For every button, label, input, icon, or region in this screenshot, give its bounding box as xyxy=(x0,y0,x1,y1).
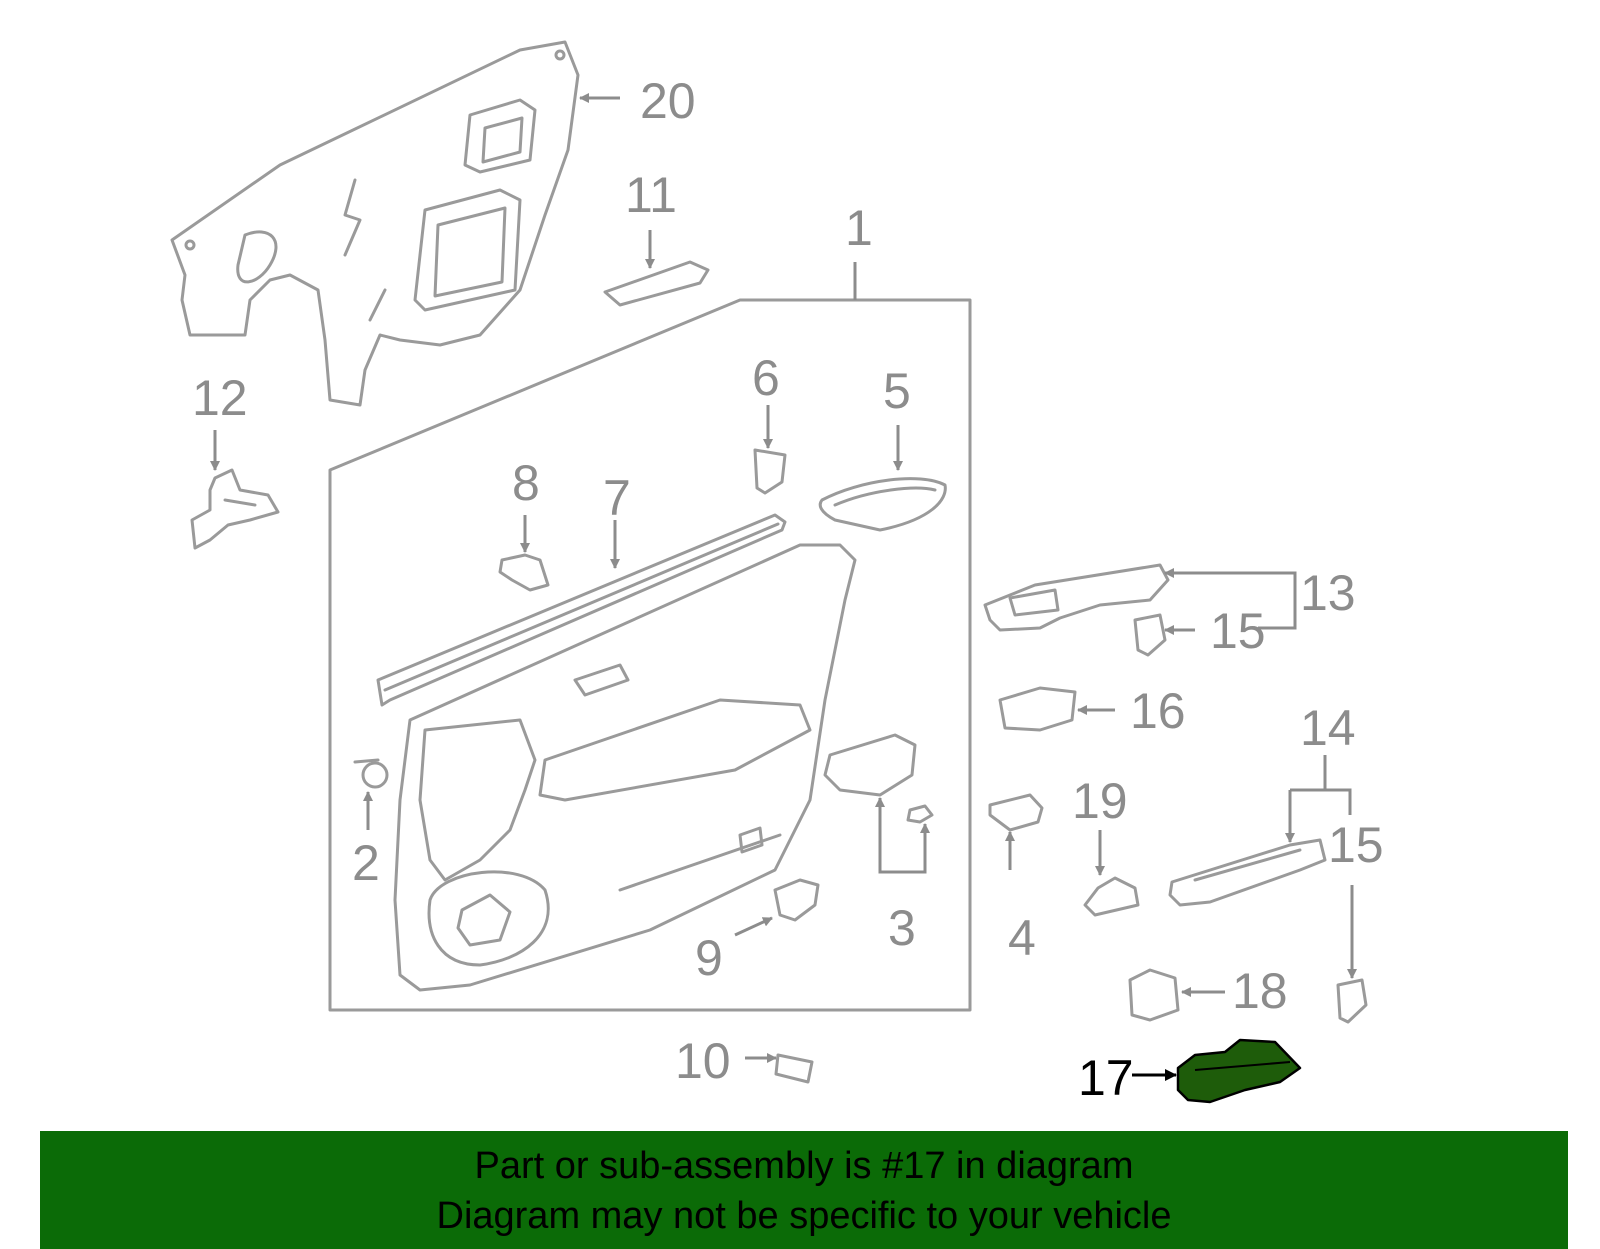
part-15-bezel-upper xyxy=(1133,613,1167,657)
callout-12: 12 xyxy=(192,370,248,426)
part-17-master-switch xyxy=(1176,1038,1302,1104)
callout-17: 17 xyxy=(1078,1050,1134,1106)
callout-10: 10 xyxy=(675,1033,731,1089)
callout-3: 3 xyxy=(888,900,916,956)
part-11-trim xyxy=(603,260,710,307)
banner-line-disclaimer: Diagram may not be specific to your vehi… xyxy=(436,1195,1172,1237)
callout-19: 19 xyxy=(1072,773,1128,829)
callout-6: 6 xyxy=(752,350,780,406)
part-3-cover xyxy=(823,733,934,824)
callout-15-upper: 15 xyxy=(1210,603,1266,659)
callout-labels: 20 11 1 12 6 5 8 7 2 3 9 10 4 13 15 16 1… xyxy=(192,73,1384,1106)
parts-diagram: 20 11 1 12 6 5 8 7 2 3 9 10 4 13 15 16 1… xyxy=(170,40,1384,1106)
part-2-clip xyxy=(353,758,389,789)
part-1-door-trim-assembly xyxy=(328,298,972,1012)
callout-1: 1 xyxy=(845,200,873,256)
callout-2: 2 xyxy=(352,835,380,891)
part-5-armrest-pad xyxy=(818,477,947,532)
callout-8: 8 xyxy=(512,455,540,511)
part-9-clip xyxy=(773,878,820,922)
part-12-bracket xyxy=(190,468,280,550)
callout-7: 7 xyxy=(603,470,631,526)
part-18-switch xyxy=(1128,968,1180,1022)
part-13-switch-panel xyxy=(983,563,1170,632)
callout-4: 4 xyxy=(1008,910,1036,966)
callout-11: 11 xyxy=(625,167,677,223)
part-15-bezel-lower xyxy=(1336,978,1368,1024)
callout-14: 14 xyxy=(1300,700,1356,756)
part-14-switch-panel xyxy=(1168,838,1327,907)
callout-15-lower: 15 xyxy=(1328,817,1384,873)
part-4-cover xyxy=(988,793,1044,832)
callout-18: 18 xyxy=(1232,963,1288,1019)
info-banner: Part or sub-assembly is #17 in diagram D… xyxy=(40,1131,1568,1249)
callout-13: 13 xyxy=(1300,565,1356,621)
callout-9: 9 xyxy=(695,930,723,986)
part-19-switch xyxy=(1083,876,1140,917)
leader-lines xyxy=(210,93,1357,1081)
callout-16: 16 xyxy=(1130,683,1186,739)
part-10-pad xyxy=(774,1053,814,1084)
part-8-clip xyxy=(498,553,550,592)
callout-20: 20 xyxy=(640,73,696,129)
part-16-switch xyxy=(998,686,1077,732)
part-6-bracket xyxy=(753,448,787,495)
callout-5: 5 xyxy=(883,363,911,419)
banner-line-part: Part or sub-assembly is #17 in diagram xyxy=(474,1145,1134,1187)
part-20-watershield xyxy=(170,40,580,407)
